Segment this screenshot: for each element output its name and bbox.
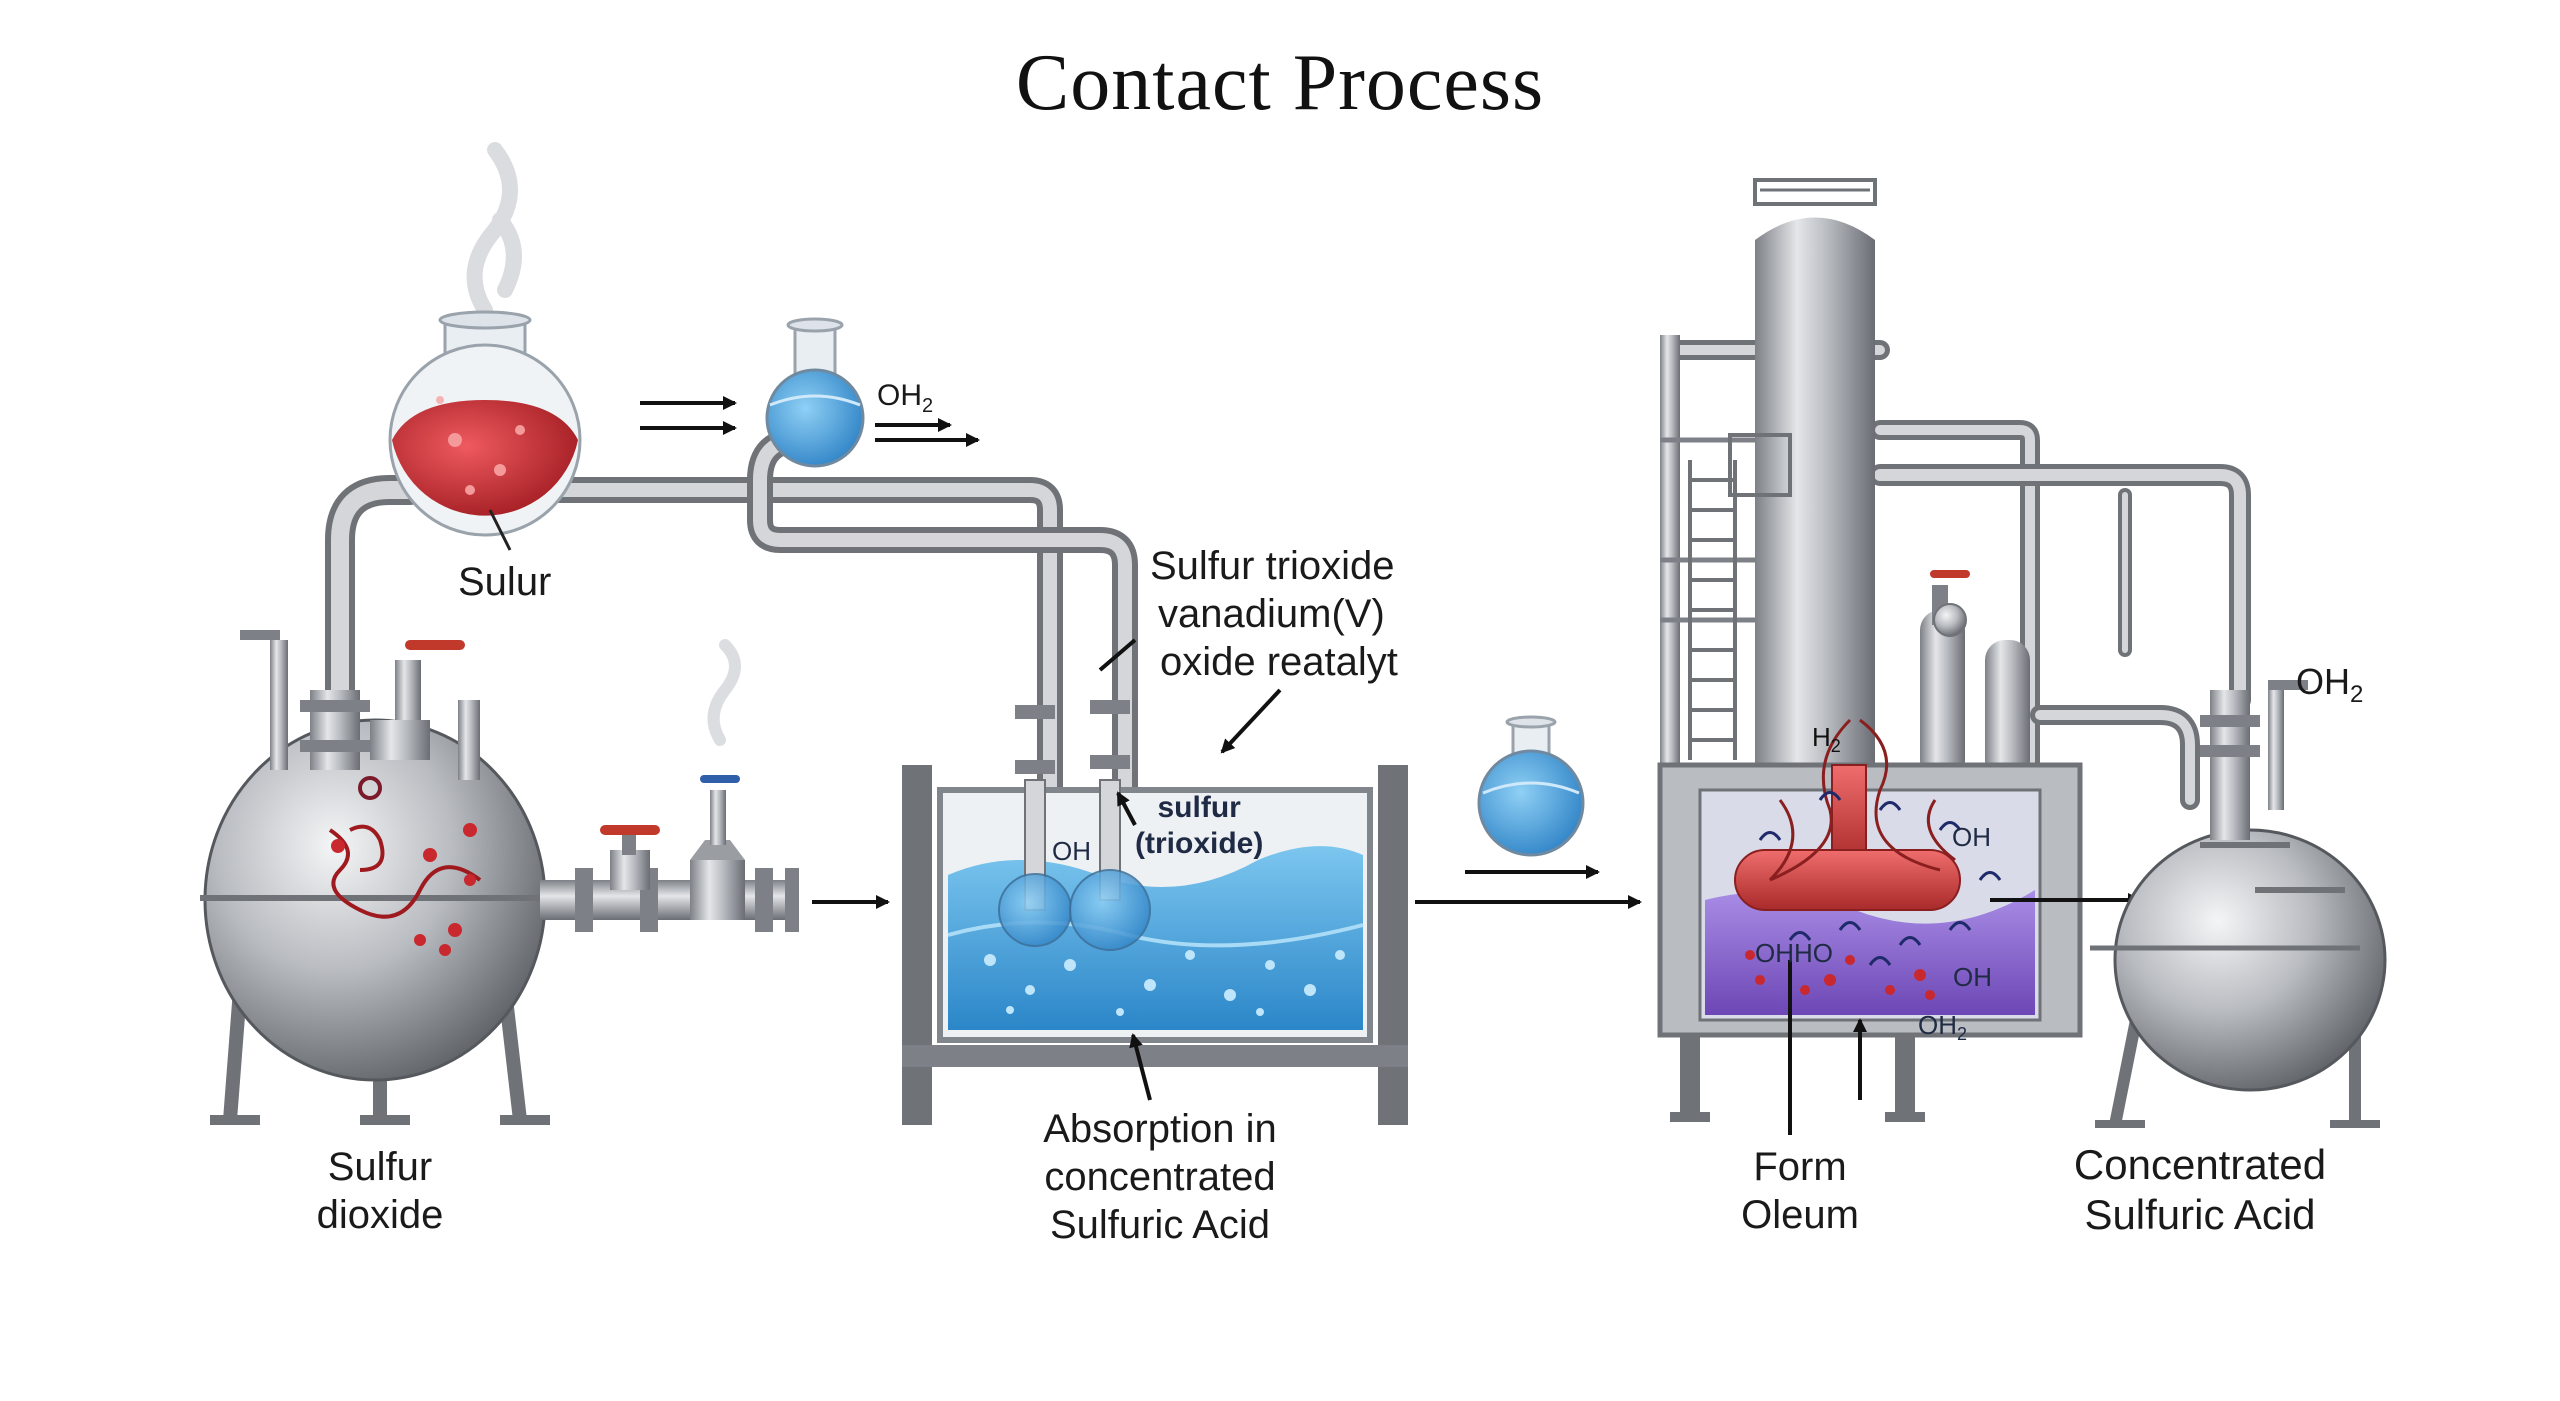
concentrated-acid-label: Concentrated Sulfuric Acid bbox=[2040, 1140, 2360, 1241]
tower-ladder bbox=[1688, 460, 1737, 760]
sulfur-dioxide-label: Sulfur dioxide bbox=[290, 1143, 470, 1239]
oh2-top-label: OH2 bbox=[877, 378, 933, 418]
catalyst-line-1: Sulfur trioxide bbox=[1150, 544, 1395, 588]
tank-inside-line-2: (trioxide) bbox=[1135, 827, 1264, 860]
sulfur-dioxide-tank bbox=[200, 630, 550, 1125]
tank-inside-label: sulfur (trioxide) bbox=[1135, 790, 1263, 862]
concentrated-acid-line-1: Concentrated bbox=[2073, 1141, 2327, 1188]
blue-flask-top bbox=[765, 317, 865, 468]
sulfur-dioxide-line-2: dioxide bbox=[316, 1193, 444, 1237]
reactor-ohho-label: OHHO bbox=[1755, 938, 1833, 968]
oh2-top-subscript: 2 bbox=[922, 395, 934, 417]
pipe-network bbox=[325, 340, 2251, 823]
catalyst-line-3: oxide reatalyt bbox=[1160, 640, 1398, 684]
reactor-h2-label: H2 bbox=[1812, 722, 1841, 758]
sulfur-flask bbox=[388, 310, 582, 551]
reactor-h2-subscript: 2 bbox=[1830, 736, 1841, 757]
absorption-line-3: Sulfuric Acid bbox=[1049, 1203, 1271, 1247]
oh2-top-text: OH bbox=[877, 379, 922, 412]
flow-arrows-middle bbox=[812, 638, 1642, 1101]
reactor-h2-text: H bbox=[1812, 722, 1831, 752]
absorption-tank bbox=[902, 700, 1408, 1125]
sulfur-trioxide-catalyst-label: Sulfur trioxide vanadium(V) oxide reatal… bbox=[1150, 542, 1398, 686]
form-oleum-label: Form Oleum bbox=[1690, 1143, 1910, 1239]
form-oleum-line-2: Oleum bbox=[1741, 1193, 1859, 1237]
reactor-oh2-bottom-label: OH2 bbox=[1918, 1010, 1967, 1046]
tank-inside-line-1: sulfur bbox=[1157, 791, 1241, 824]
sulfur-dioxide-line-1: Sulfur bbox=[327, 1145, 433, 1189]
oh2-right-subscript: 2 bbox=[2350, 681, 2364, 709]
reactor-oh2-bottom-subscript: 2 bbox=[1957, 1024, 1968, 1045]
concentrated-acid-line-2: Sulfuric Acid bbox=[2084, 1191, 2316, 1239]
absorption-line-1: Absorption in bbox=[1043, 1107, 1277, 1151]
oleum-tower bbox=[1660, 178, 2030, 780]
catalyst-line-2: vanadium(V) bbox=[1158, 592, 1385, 636]
diagram-title: Contact Process bbox=[1015, 39, 1545, 127]
steam-plume bbox=[466, 142, 741, 746]
oh2-right-label: OH2 bbox=[2296, 660, 2363, 710]
sulfur-flask-label: Sulur bbox=[458, 560, 552, 604]
blue-flask-middle bbox=[1477, 715, 1585, 857]
flow-arrows-top bbox=[640, 396, 980, 447]
concentrated-acid-tank bbox=[2090, 680, 2387, 1128]
oleum-reactor bbox=[1657, 718, 2142, 1135]
absorption-label: Absorption in concentrated Sulfuric Acid bbox=[1000, 1105, 1320, 1249]
tank-oh-label: OH bbox=[1052, 836, 1091, 866]
oh2-right-text: OH bbox=[2296, 661, 2350, 702]
form-oleum-line-1: Form bbox=[1753, 1145, 1847, 1189]
reactor-oh-right-label: OH bbox=[1952, 822, 1991, 852]
reactor-oh-low-label: OH bbox=[1953, 962, 1992, 992]
reactor-oh2-bottom-text: OH bbox=[1918, 1010, 1957, 1040]
valve-assembly bbox=[540, 775, 799, 932]
absorption-line-2: concentrated bbox=[1044, 1155, 1276, 1199]
